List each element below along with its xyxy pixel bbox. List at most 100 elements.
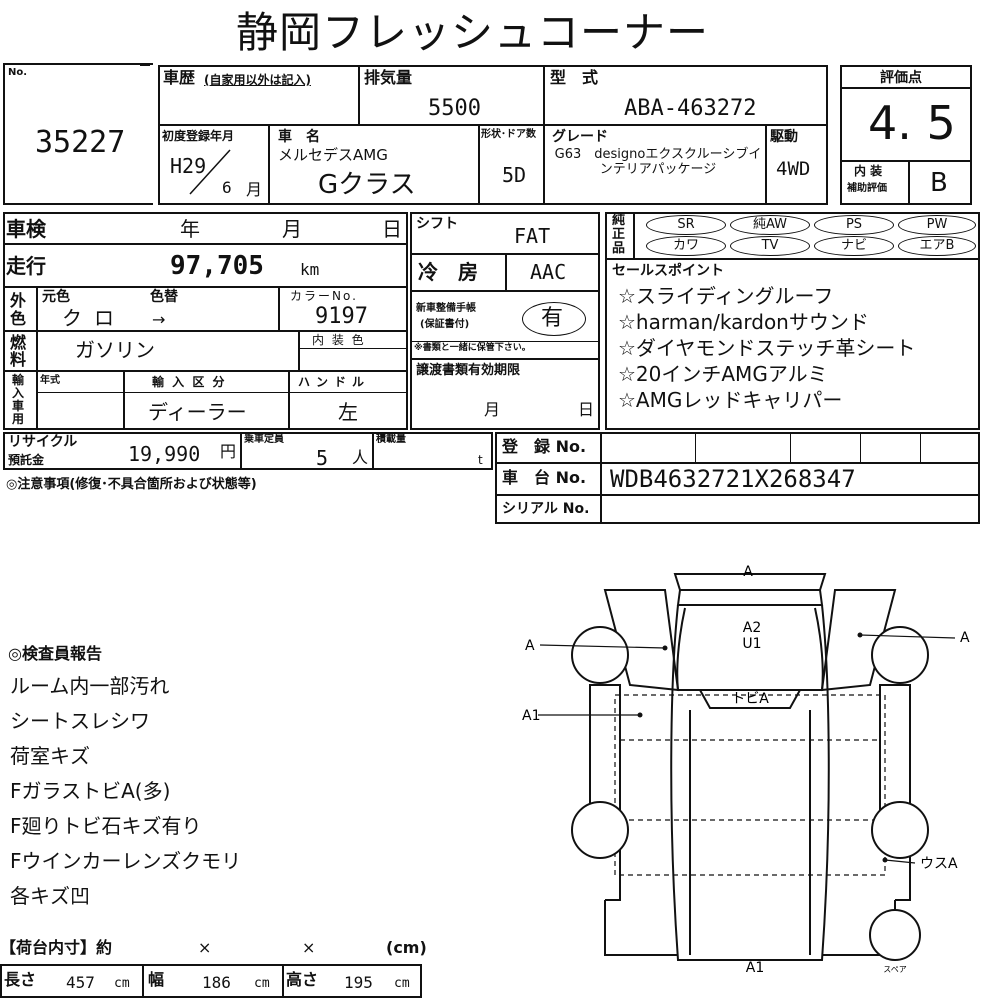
wheel-rear-right: [871, 801, 929, 859]
score-label: 評価点: [880, 70, 922, 86]
report-item-5: F廻りトビ石キズ有り: [10, 814, 202, 838]
cargo-height-label: 高さ: [286, 970, 319, 989]
windshield-shape: [698, 689, 802, 709]
model-label: 型 式: [550, 68, 599, 87]
notes-label: ◎注意事項(修復･不具合箇所および状態等): [6, 477, 257, 492]
report-item-6: Fウインカーレンズクモリ: [10, 849, 242, 873]
sales-point-3: ☆ダイヤモンドステッチ革シート: [618, 336, 916, 360]
diagram-right-mark: A: [960, 630, 970, 646]
transfer-day-label: 日: [578, 400, 595, 419]
color-no-label: カラーNo.: [290, 289, 358, 303]
mileage-unit: km: [300, 260, 320, 279]
report-item-2: シートスレシワ: [10, 709, 150, 733]
load-unit: t: [478, 453, 483, 467]
inspection-year-label: 年: [180, 217, 200, 241]
equip-airbag: エアB: [898, 236, 976, 256]
interior-color-label: 内 装 色: [312, 333, 366, 347]
cargo-width-label: 幅: [148, 970, 165, 989]
slash-mark: [189, 149, 231, 195]
sales-points-label: セールスポイント: [612, 263, 724, 279]
first-reg-month: 6: [222, 178, 232, 197]
diagram-hood-mark-1: A2: [743, 620, 761, 636]
equip-tv: TV: [730, 236, 810, 256]
recycle-value: 19,990: [128, 442, 201, 466]
report-item-7: 各キズ凹: [10, 884, 90, 908]
color-no-value: 9197: [315, 304, 368, 329]
interior-eval-label-2: 補助評価: [847, 183, 887, 194]
drive-value: 4WD: [776, 158, 811, 180]
import-type-value: ディーラー: [148, 400, 247, 424]
cargo-x1: ×: [198, 938, 212, 957]
inspector-report-label: ◎検査員報告: [8, 644, 102, 663]
recycle-yen: 円: [220, 442, 237, 461]
sales-point-5: ☆AMGレッドキャリパー: [618, 388, 843, 412]
car-damage-diagram: A A A A2 U1 トビA A1 A1 ウスA スペア: [522, 564, 970, 976]
maker-name: メルセデスAMG: [278, 146, 388, 164]
cargo-width-unit: cm: [254, 976, 270, 991]
reg-no-label: 登 録 No.: [502, 437, 587, 456]
equip-ps: PS: [814, 215, 894, 235]
diagram-left-mark: A: [525, 638, 535, 654]
recycle-row: [3, 432, 493, 470]
maint-value: 有: [541, 306, 564, 331]
repaint-arrow: →: [152, 310, 166, 329]
first-reg-year: H29: [170, 154, 207, 178]
first-reg-label: 初度登録年月: [162, 129, 235, 143]
diagram-side-mark: A1: [522, 708, 540, 724]
capacity-label: 乗車定員: [244, 434, 284, 445]
cabin-dashed-outline: [614, 694, 886, 876]
diagram-rear-mark: A1: [746, 960, 764, 976]
report-item-1: ルーム内一部汚れ: [10, 674, 170, 698]
wheel-rear-left: [571, 801, 629, 859]
report-item-3: 荷室キズ: [10, 744, 90, 768]
car-name-label: 車 名: [278, 129, 320, 145]
recycle-label-1: リサイクル: [8, 434, 78, 450]
shift-label: シフト: [416, 216, 458, 232]
capacity-unit: 人: [352, 448, 369, 467]
interior-eval-label-1: 内 装: [854, 164, 883, 178]
maint-note: ※書類と一緒に保管下さい。: [414, 343, 531, 353]
equip-leather: カワ: [646, 236, 726, 256]
page-title: 静岡フレッシュコーナー: [236, 8, 710, 57]
equip-sr: SR: [646, 215, 726, 235]
mileage-label: 走行: [6, 254, 46, 278]
diagram-rear-right-mark: ウスA: [920, 856, 958, 872]
equipment-label: 純正品: [612, 213, 626, 256]
lot-number-value: 35227: [35, 125, 126, 160]
body-door-label: 形状･ドア数: [481, 129, 536, 140]
score-value: 4. 5: [868, 96, 956, 150]
import-label: 輸入車用: [12, 373, 25, 426]
maint-label-1: 新車整備手帳: [416, 303, 476, 314]
cargo-label: 【荷台内寸】約: [0, 938, 113, 957]
sales-point-2: ☆harman/kardonサウンド: [618, 310, 869, 334]
model-value: ABA-463272: [624, 96, 757, 121]
cargo-unit-label: (cm): [386, 938, 427, 957]
cargo-x2: ×: [302, 938, 316, 957]
exterior-label: 外色: [10, 291, 27, 328]
capacity-value: 5: [316, 446, 329, 470]
chassis-label: 車 台 No.: [502, 468, 587, 487]
sales-point-4: ☆20インチAMGアルミ: [618, 362, 828, 386]
wheel-spare: [869, 909, 921, 961]
sales-point-1: ☆スライディングルーフ: [618, 284, 834, 308]
car-body-outline: [676, 589, 824, 606]
handle-value: 左: [338, 400, 358, 424]
cargo-length-label: 長さ: [4, 970, 37, 989]
maint-value-circle: [522, 302, 586, 336]
diagram-windshield-mark: トビA: [731, 691, 769, 707]
cargo-height-unit: cm: [394, 976, 410, 991]
grade-label: グレード: [552, 129, 608, 145]
model-year-label: 年式: [40, 375, 60, 386]
equip-pw: PW: [898, 215, 976, 235]
transfer-month-label: 月: [484, 400, 501, 419]
doors-value: 5D: [502, 163, 527, 187]
transfer-label: 譲渡書類有効期限: [416, 363, 521, 378]
cargo-height-value: 195: [344, 973, 373, 992]
cargo-length-value: 457: [66, 973, 95, 992]
equip-navi: ナビ: [814, 236, 894, 256]
front-bumper: [673, 573, 827, 591]
equip-alloy-wheels: 純AW: [730, 215, 810, 235]
cargo-grid: [0, 964, 422, 998]
drive-label: 駆動: [770, 129, 798, 145]
diagram-spare-label: スペア: [883, 965, 906, 974]
